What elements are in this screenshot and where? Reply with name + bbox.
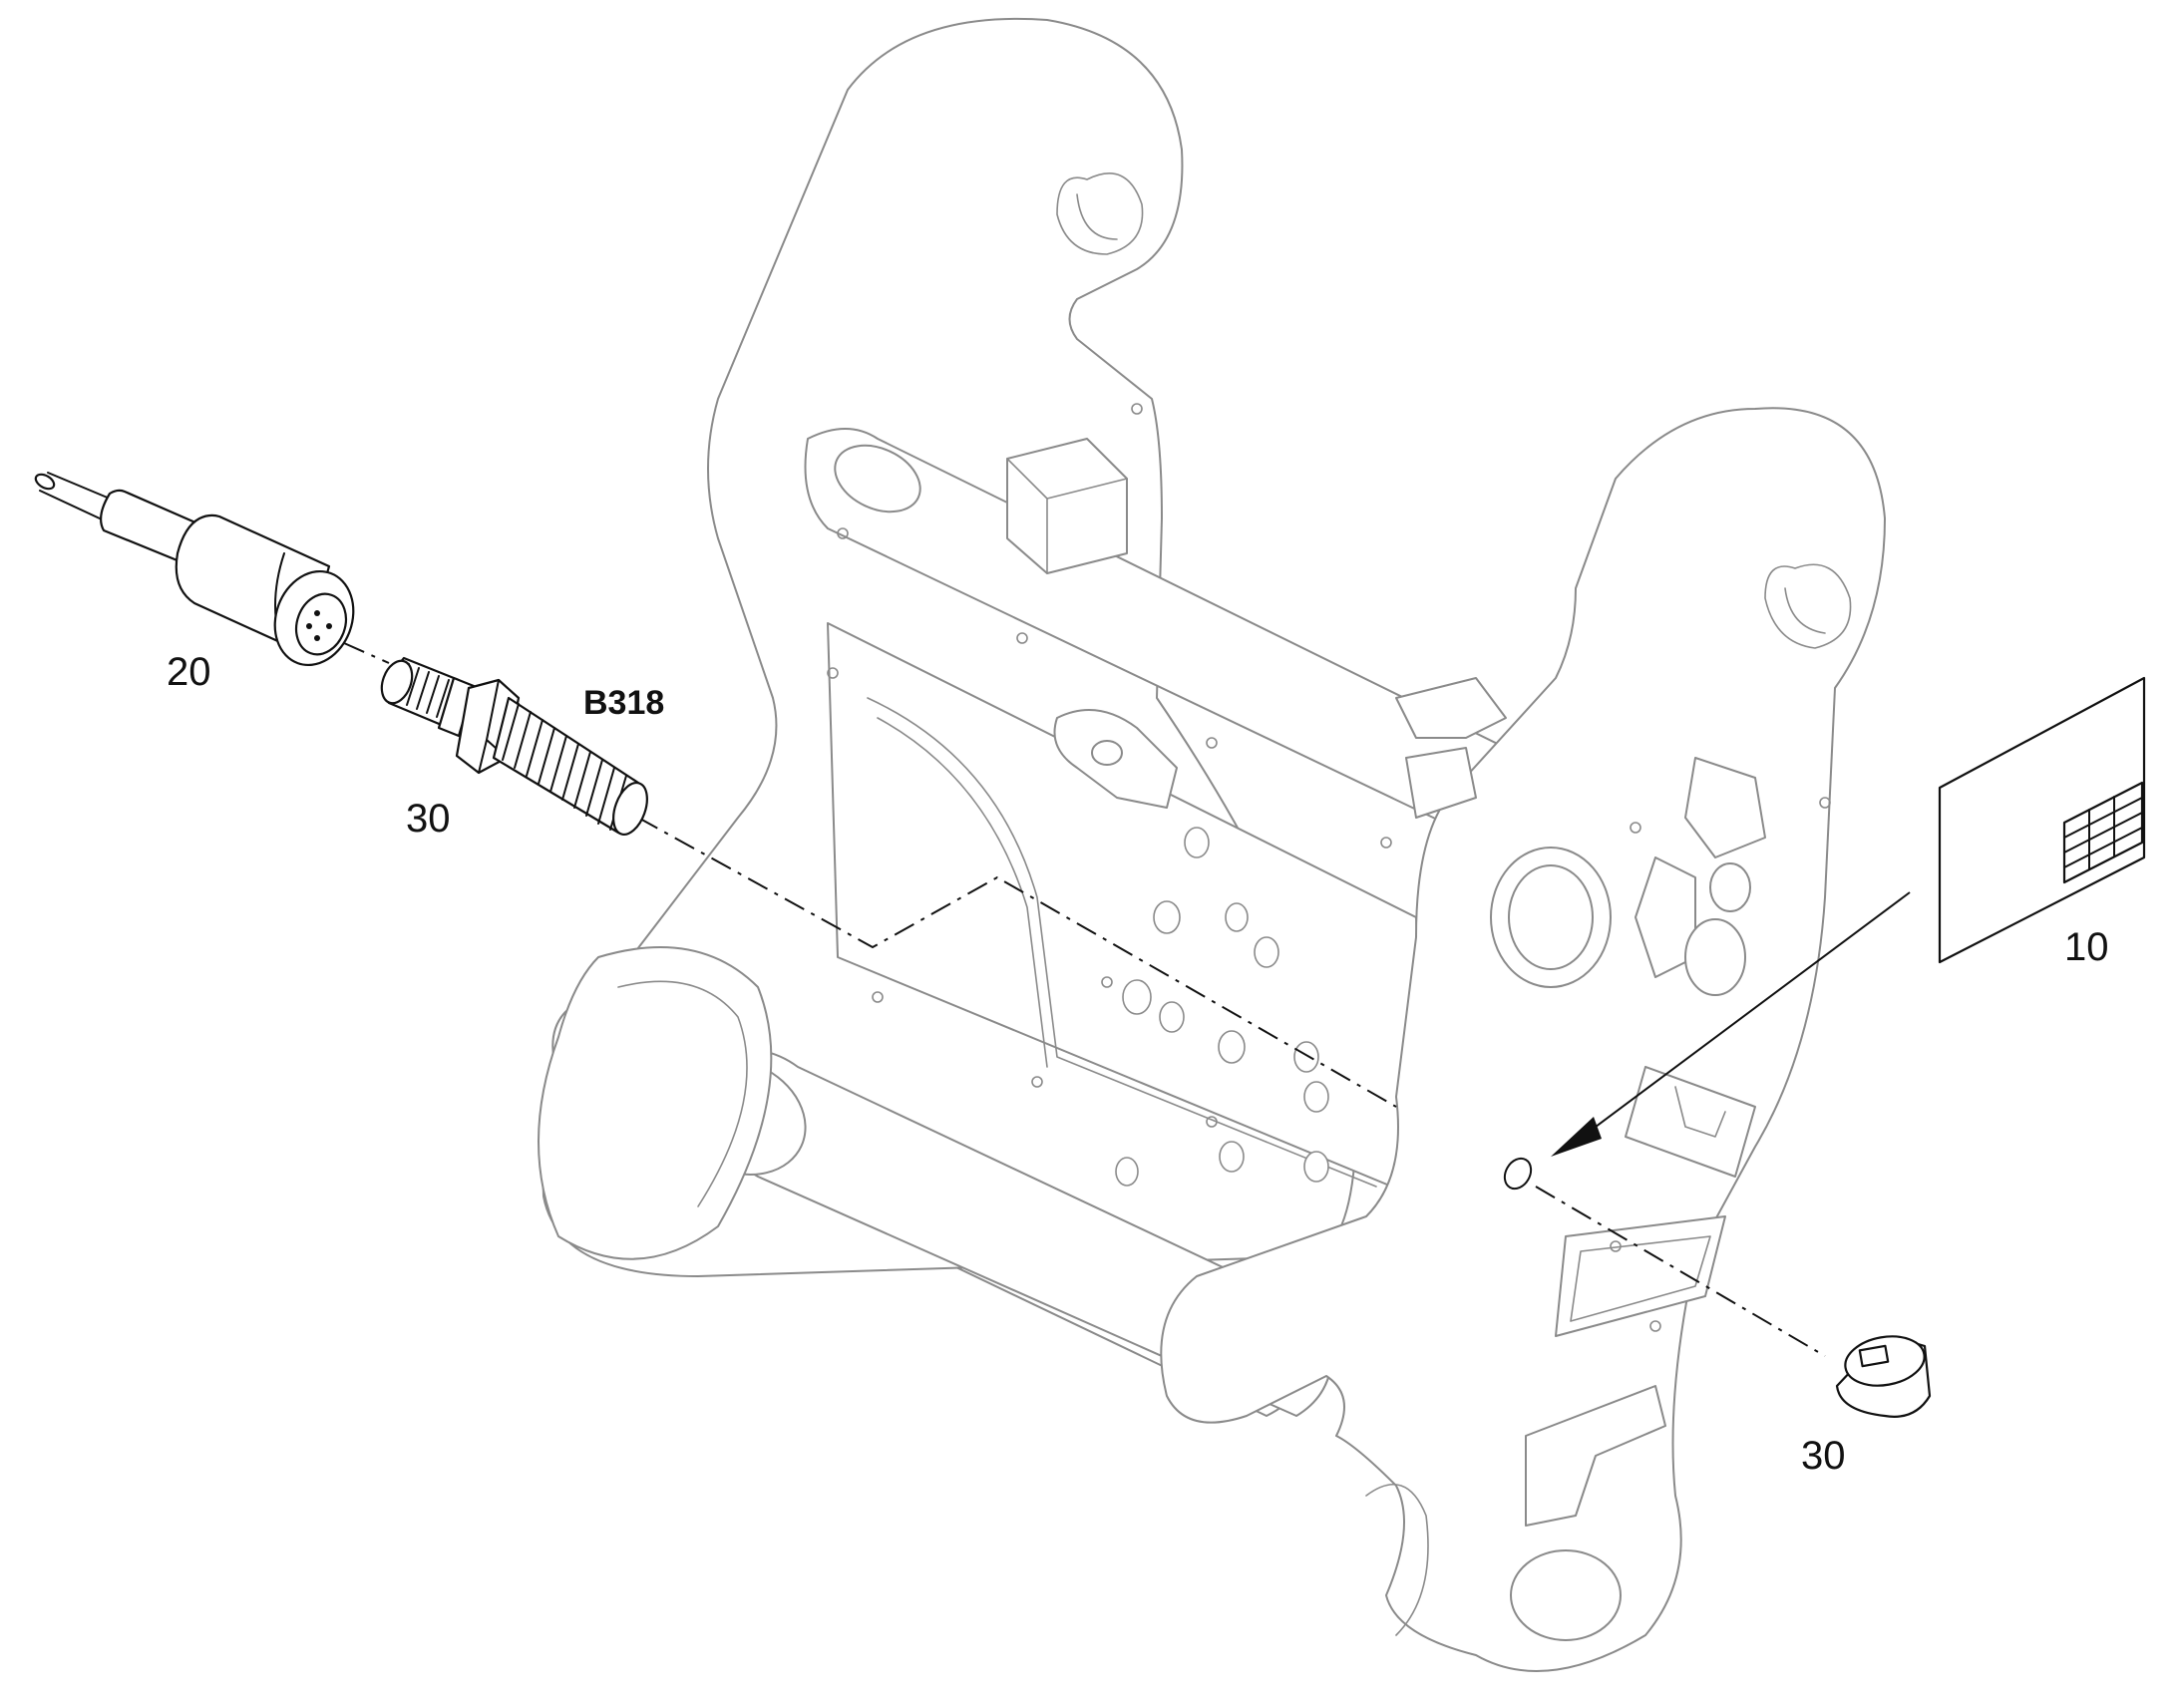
callout-cap-number: 30 (1801, 1434, 1846, 1478)
label-plate-table (2062, 781, 2144, 884)
proximity-sensor (380, 656, 648, 836)
protective-cap (1835, 1335, 1932, 1418)
callout-sensor-reference: B318 (583, 684, 665, 722)
label-leader-line (1503, 891, 1911, 1191)
cable-connector (34, 472, 355, 667)
sensor-mounting-hole (1503, 1157, 1533, 1191)
callout-connector-number: 20 (167, 650, 211, 694)
quick-coupler-frame (538, 17, 1886, 1672)
leader-arrowhead (1551, 1117, 1602, 1157)
callout-sensor-number: 30 (406, 797, 451, 841)
assembly-centerline (343, 642, 1826, 1357)
callout-label-plate-number: 10 (2064, 925, 2109, 969)
sensor-thread (502, 703, 627, 831)
label-plate (1938, 676, 2146, 964)
